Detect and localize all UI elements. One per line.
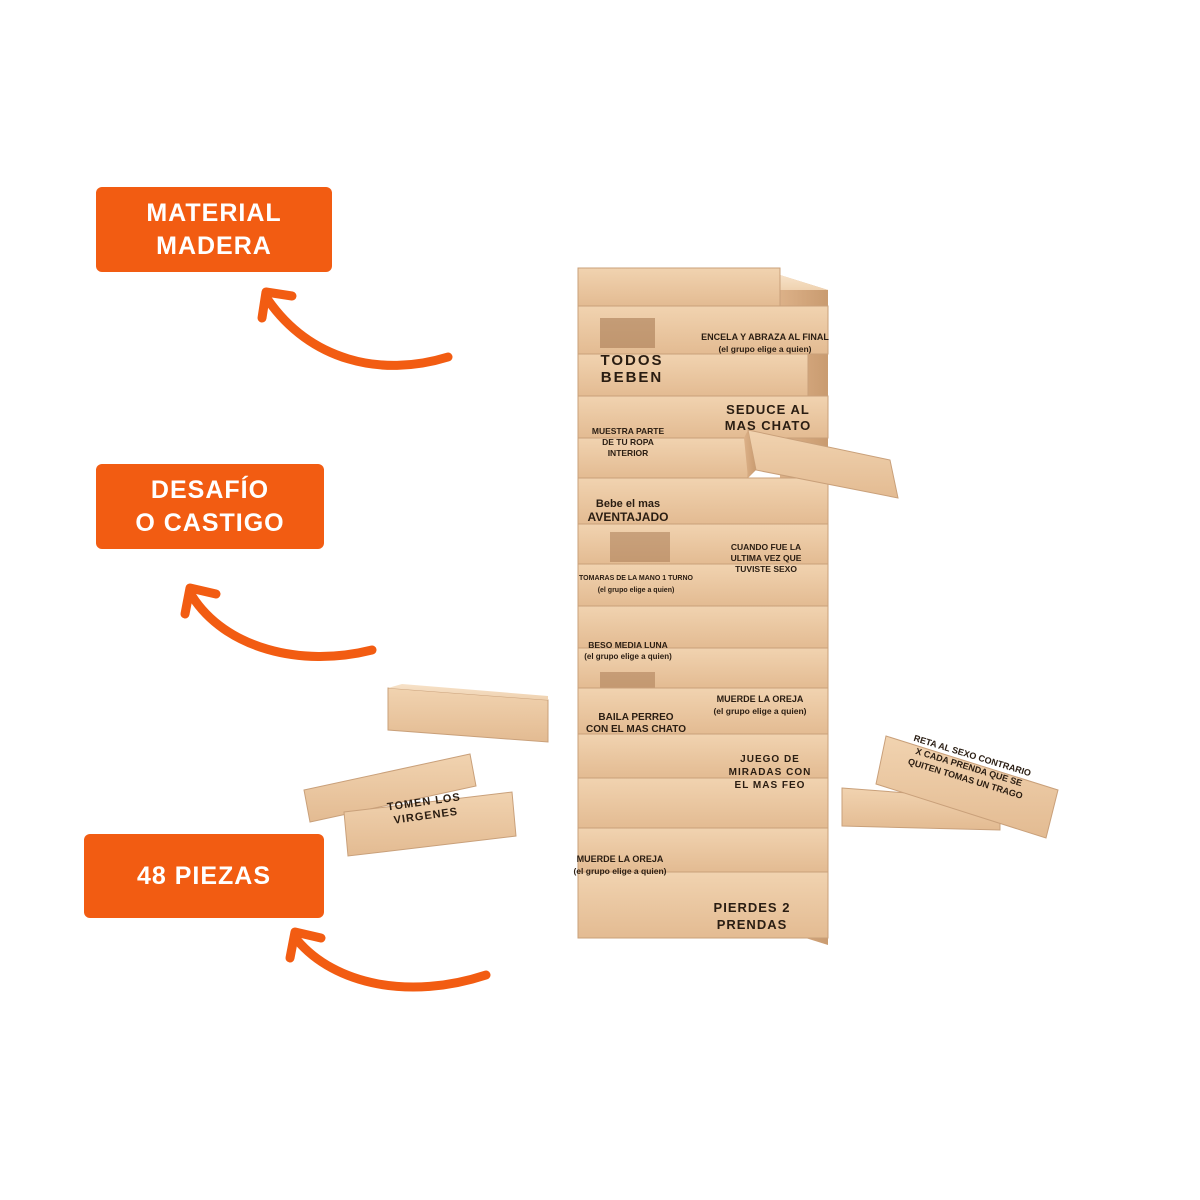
badge-48-piezas: 48 PIEZAS <box>84 834 324 918</box>
block-muerde2-line1: MUERDE LA OREJA <box>577 854 664 864</box>
block-seduce-line1: SEDUCE AL <box>726 402 810 417</box>
badge-material-line1: MATERIAL <box>146 199 282 227</box>
block-beso-line1: BESO MEDIA LUNA <box>588 640 668 650</box>
badge-piezas-line1: 48 PIEZAS <box>136 861 272 890</box>
block-muestra-line2: DE TU ROPA <box>602 437 654 447</box>
block-juego-line1: JUEGO DE <box>740 754 800 765</box>
block-juego-line3: EL MAS FEO <box>735 780 806 791</box>
arrow-piezas-icon <box>292 935 491 992</box>
block-cuando-line3: TUVISTE SEXO <box>735 564 797 574</box>
badge-desafio-castigo: DESAFÍO O CASTIGO <box>96 464 324 549</box>
block-bebe-line2: AVENTAJADO <box>588 510 669 524</box>
block-encela-line2: (el grupo elige a quien) <box>718 344 811 354</box>
arrow-material-head-icon <box>257 287 297 323</box>
block-muerde1-line2: (el grupo elige a quien) <box>713 706 806 716</box>
block-juego-line2: MIRADAS CON <box>729 767 812 778</box>
loose-block-right-front <box>875 735 1059 839</box>
loose-block-left-back <box>303 753 477 823</box>
block-muestra-line3: INTERIOR <box>608 448 649 458</box>
loose-block-left-front <box>343 791 517 857</box>
block-todos-line2: BEBEN <box>601 369 664 386</box>
badge-desafio-line2: O CASTIGO <box>135 508 285 537</box>
block-cuando-line1: CUANDO FUE LA <box>731 542 801 552</box>
block-tomaras-line2: (el grupo elige a quien) <box>598 587 675 594</box>
block-bebe-line1: Bebe el mas <box>596 498 660 510</box>
block-muerde1-line1: MUERDE LA OREJA <box>717 694 804 704</box>
block-seduce-line2: MAS CHATO <box>725 418 812 433</box>
pulled-block <box>744 429 899 499</box>
arrow-piezas-head-icon <box>285 927 326 963</box>
block-baila-line2: CON EL MAS CHATO <box>586 724 686 735</box>
badge-material-madera: MATERIAL MADERA <box>96 187 332 272</box>
loose-block-left-top <box>387 684 549 743</box>
block-beso-line2: (el grupo elige a quien) <box>584 652 672 661</box>
badge-desafio-line1: DESAFÍO <box>150 476 270 504</box>
tower-front <box>577 267 829 939</box>
arrow-desafio-icon <box>187 591 377 661</box>
badge-material-line2: MADERA <box>156 231 272 260</box>
block-pierdes-line2: PRENDAS <box>717 917 788 932</box>
block-cuando-line2: ULTIMA VEZ QUE <box>731 553 802 563</box>
block-baila-line1: BAILA PERREO <box>598 712 673 723</box>
block-pierdes-line1: PIERDES 2 <box>714 900 791 915</box>
block-muestra-line1: MUESTRA PARTE <box>592 426 665 436</box>
block-encela-line1: ENCELA Y ABRAZA AL FINAL <box>701 332 829 342</box>
block-muerde2-line2: (el grupo elige a quien) <box>573 866 666 876</box>
arrow-desafio-head-icon <box>180 583 221 619</box>
block-tomaras-line1: TOMARAS DE LA MANO 1 TURNO <box>579 575 694 582</box>
arrow-material-icon <box>263 295 453 370</box>
block-todos-line1: TODOS <box>600 352 663 369</box>
